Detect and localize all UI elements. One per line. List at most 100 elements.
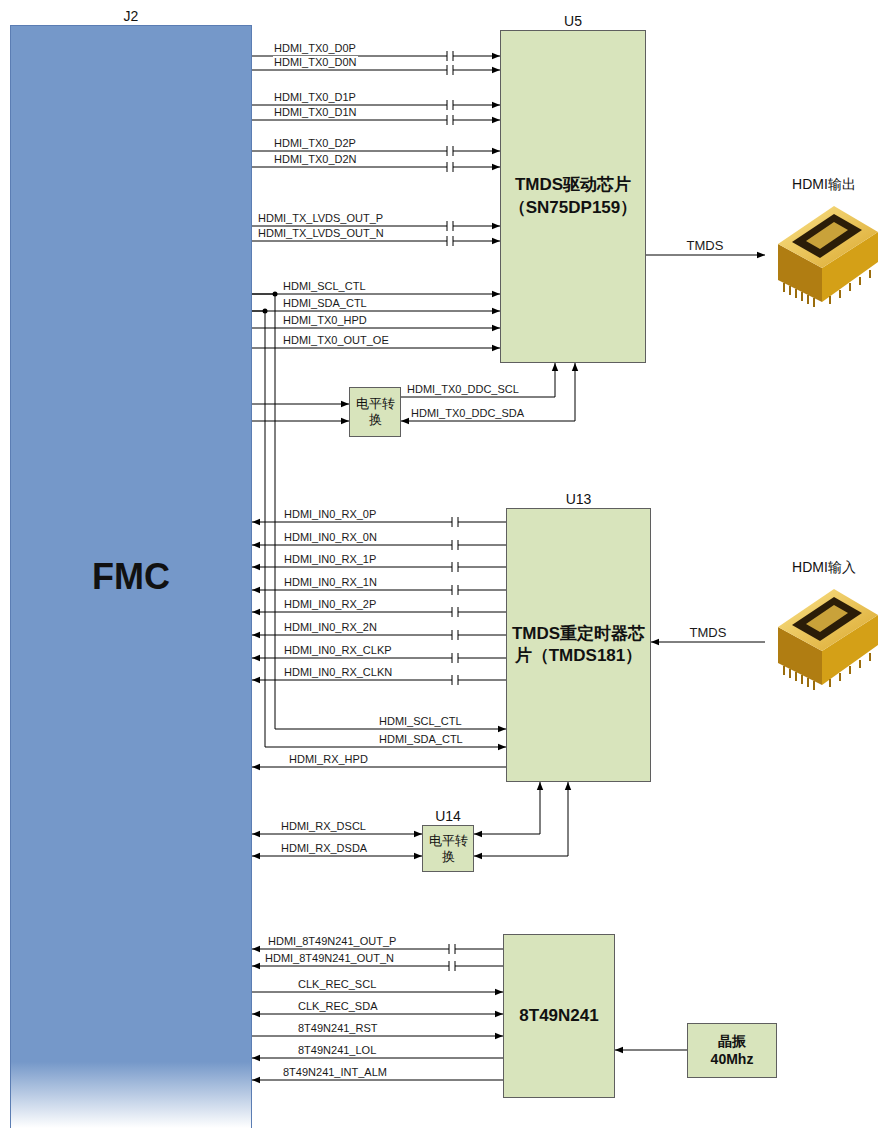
part-designator: U5 (481, 13, 665, 31)
signal-wire (646, 255, 765, 256)
signal-wire (474, 782, 568, 856)
capacitor-plates (452, 585, 458, 595)
signal-name: HDMI_SCL_CTL (282, 280, 367, 292)
signal-wire (252, 294, 500, 295)
signal-wire (401, 363, 555, 397)
junction-dot (263, 309, 268, 314)
connector-pins (784, 653, 870, 690)
signal-wire (252, 966, 503, 967)
signal-name: CLK_REC_SCL (297, 978, 377, 990)
signal-wire (252, 1058, 503, 1059)
capacitor-symbol (447, 162, 453, 172)
signal-name: HDMI_TX0_D1P (273, 91, 357, 103)
box-label: 电平转换 (353, 396, 397, 427)
junction-dot (273, 292, 278, 297)
signal-name: HDMI_TX0_DDC_SCL (406, 383, 520, 395)
capacitor-plates (447, 65, 453, 75)
signal-wire (252, 70, 500, 71)
level-shifter-box: 电平转换 (349, 387, 401, 437)
capacitor-symbol (452, 675, 458, 685)
capacitor-gap (447, 162, 453, 172)
signal-wire (651, 642, 765, 643)
signal-name: HDMI_TX0_HPD (282, 314, 368, 326)
level-shifter-box: U14电平转换 (422, 825, 474, 872)
connector-slot (792, 597, 862, 641)
capacitor-symbol (452, 540, 458, 550)
capacitor-gap (447, 51, 453, 61)
signal-wire (252, 328, 500, 329)
capacitor-symbol (452, 630, 458, 640)
capacitor-symbol (447, 100, 453, 110)
connector-slot (792, 214, 862, 258)
signal-wire (252, 992, 503, 993)
signal-name: HDMI_IN0_RX_CLKN (283, 666, 393, 678)
capacitor-gap (447, 115, 453, 125)
hdmi-connector-picture (778, 589, 878, 690)
capacitor-gap (452, 675, 458, 685)
signal-name: HDMI_IN0_RX_2N (283, 621, 378, 633)
hdmi-port: HDMI输出 (765, 172, 883, 312)
signal-wire (252, 1014, 503, 1015)
signal-name: 8T49N241_INT_ALM (282, 1066, 388, 1078)
signal-name: HDMI_SDA_CTL (282, 297, 368, 309)
signal-wire (252, 834, 422, 835)
capacitor-plates (447, 236, 453, 246)
signal-wire (252, 590, 506, 591)
signal-wire (252, 311, 506, 747)
capacitor-plates (447, 115, 453, 125)
signal-wire (252, 120, 500, 121)
capacitor-gap (449, 961, 455, 971)
capacitor-symbol (447, 51, 453, 61)
capacitor-symbol (452, 562, 458, 572)
capacitor-gap (452, 540, 458, 550)
signal-name: HDMI_TX_LVDS_OUT_P (257, 212, 384, 224)
signal-name: HDMI_IN0_RX_1P (283, 553, 377, 565)
capacitor-symbol (452, 517, 458, 527)
signal-name: 8T49N241_LOL (297, 1044, 377, 1056)
junction-dots (263, 292, 278, 314)
capacitor-gap (452, 562, 458, 572)
capacitor-plates (452, 630, 458, 640)
signal-name: HDMI_RX_DSCL (280, 820, 367, 832)
signal-name: HDMI_TX0_D1N (273, 106, 358, 118)
capacitor-symbol (447, 221, 453, 231)
signal-name: HDMI_8T49N241_OUT_N (264, 952, 395, 964)
signal-name: HDMI_IN0_RX_0P (283, 508, 377, 520)
connector-top (778, 206, 878, 268)
signal-wire (252, 421, 349, 422)
capacitor-symbol (449, 961, 455, 971)
chip-box: U13TMDS重定时器芯片（TMDS181） (506, 508, 651, 782)
capacitor-gap (447, 146, 453, 156)
signal-wire (252, 612, 506, 613)
connector-tongue (806, 605, 848, 632)
capacitor-gap (449, 944, 455, 954)
capacitor-symbol (447, 65, 453, 75)
signal-name: HDMI_TX0_D0P (273, 42, 357, 54)
signal-name: HDMI_8T49N241_OUT_P (267, 935, 397, 947)
signal-wire (252, 522, 506, 523)
connector-top (778, 589, 878, 651)
signal-name: HDMI_TX0_OUT_OE (282, 334, 390, 346)
hdmi-connector-picture (778, 206, 878, 307)
capacitor-plates (452, 540, 458, 550)
capacitor-symbol (449, 944, 455, 954)
signal-wire (252, 348, 500, 349)
signal-name: HDMI_IN0_RX_0N (283, 531, 378, 543)
port-label: HDMI输入 (755, 559, 889, 575)
part-designator: U14 (403, 808, 493, 826)
capacitor-plates (452, 517, 458, 527)
signal-name: HDMI_RX_HPD (288, 753, 369, 765)
signal-wire (252, 767, 506, 768)
link-label: TMDS (686, 239, 725, 253)
capacitor-gap (452, 517, 458, 527)
signal-name: HDMI_IN0_RX_CLKP (283, 644, 393, 656)
signal-wire (252, 1080, 503, 1081)
signal-wire (252, 856, 422, 857)
signal-wire (252, 658, 506, 659)
capacitor-plates (449, 961, 455, 971)
capacitor-symbol (447, 115, 453, 125)
capacitor-plates (449, 944, 455, 954)
signal-wire (252, 294, 506, 729)
signal-wire (252, 311, 500, 312)
